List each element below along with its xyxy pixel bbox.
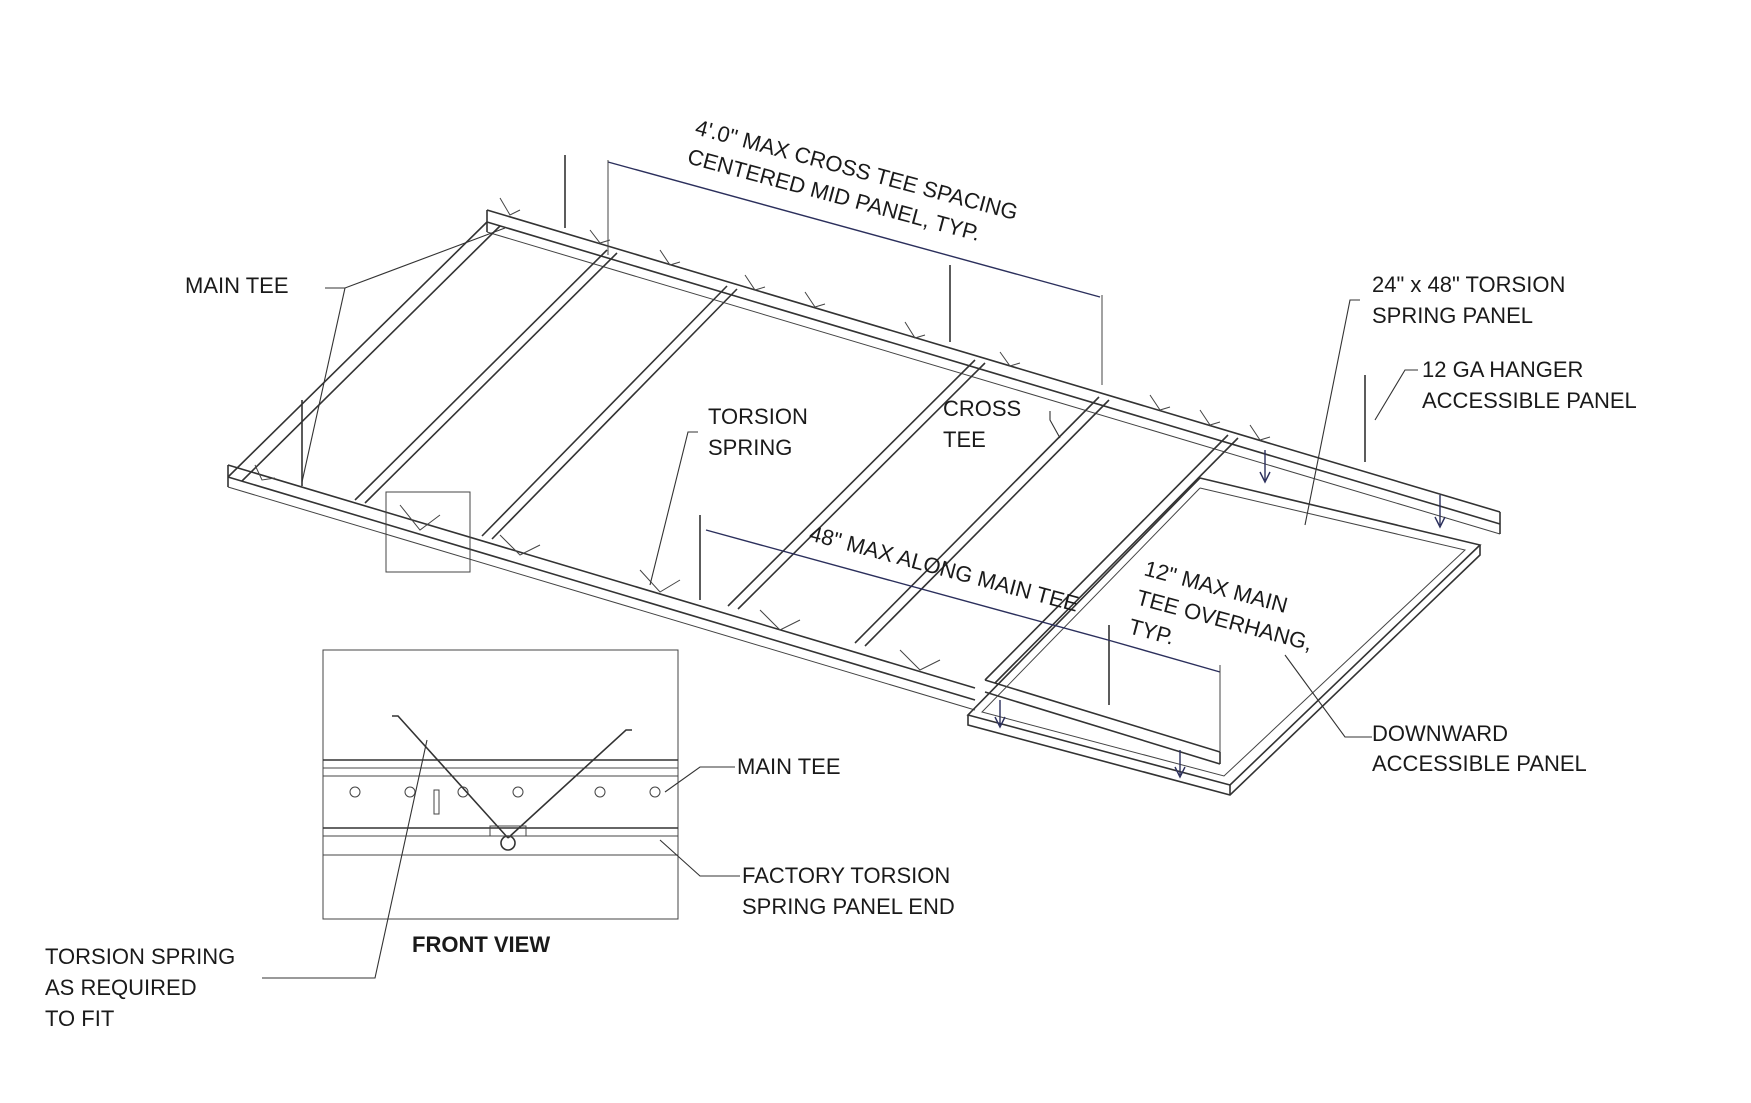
dimension-overhang	[1107, 639, 1221, 752]
label-hanger: 12 GA HANGER ACCESSIBLE PANEL	[1422, 357, 1637, 413]
cross-tee-line1: CROSS	[943, 396, 1021, 421]
cross-tee-line2: TEE	[943, 427, 986, 452]
label-torsion-spring: TORSION SPRING	[708, 404, 808, 460]
front-view-detail	[322, 649, 679, 920]
torsion-spring-front	[392, 715, 632, 851]
label-torsion-spring-panel: 24" x 48" TORSION SPRING PANEL	[1372, 272, 1565, 328]
torsion-spring-line2: SPRING	[708, 435, 792, 460]
leader-lines	[262, 227, 1418, 979]
hanger-line1: 12 GA HANGER	[1422, 357, 1583, 382]
downward-panel-line2: ACCESSIBLE PANEL	[1372, 751, 1587, 776]
cross-tees	[354, 249, 1239, 684]
hanger-line2: ACCESSIBLE PANEL	[1422, 388, 1637, 413]
spring-clips-back	[499, 197, 1271, 441]
label-factory-end: FACTORY TORSION SPRING PANEL END	[742, 863, 955, 919]
main-tee-front	[227, 464, 976, 711]
front-view-holes	[349, 786, 661, 815]
label-main-tee-top: MAIN TEE	[185, 273, 289, 298]
main-tee-top-text: MAIN TEE	[185, 273, 289, 298]
hanger-wires	[301, 155, 1366, 705]
detail-callout-box	[385, 491, 471, 573]
dimension-along-main-tee	[705, 529, 1109, 641]
label-spring-as-required: TORSION SPRING AS REQUIRED TO FIT	[45, 944, 235, 1031]
factory-end-line1: FACTORY TORSION	[742, 863, 950, 888]
torsion-spring-panel-line2: SPRING PANEL	[1372, 303, 1533, 328]
label-front-view: FRONT VIEW	[412, 932, 550, 957]
end-tee-left	[227, 221, 501, 482]
label-overhang: 12" MAX MAIN TEE OVERHANG, TYP.	[1126, 556, 1315, 656]
spring-as-required-line3: TO FIT	[45, 1006, 114, 1031]
factory-end-line2: SPRING PANEL END	[742, 894, 955, 919]
main-tee-back	[486, 209, 1501, 535]
spring-as-required-line1: TORSION SPRING	[45, 944, 235, 969]
main-tee-front-text: MAIN TEE	[737, 754, 841, 779]
downward-accessible-panel	[966, 477, 1482, 796]
torsion-spring-line1: TORSION	[708, 404, 808, 429]
spring-clips-front	[254, 464, 941, 671]
main-tee-front-extension	[984, 679, 1221, 765]
label-main-tee-front: MAIN TEE	[737, 754, 841, 779]
label-cross-tee-spacing: 4'.0" MAX CROSS TEE SPACING CENTERED MID…	[685, 115, 1021, 246]
front-view-title: FRONT VIEW	[412, 932, 550, 957]
label-cross-tee: CROSS TEE	[943, 396, 1021, 452]
dimension-cross-tee-spacing	[607, 160, 1103, 385]
spring-as-required-line2: AS REQUIRED	[45, 975, 197, 1000]
torsion-spring-panel-line1: 24" x 48" TORSION	[1372, 272, 1565, 297]
label-downward-panel: DOWNWARD ACCESSIBLE PANEL	[1372, 721, 1587, 776]
downward-panel-line1: DOWNWARD	[1372, 721, 1508, 746]
grid-assembly	[227, 155, 1501, 765]
overhang-line3: TYP.	[1126, 614, 1177, 650]
down-arrows	[994, 450, 1446, 779]
